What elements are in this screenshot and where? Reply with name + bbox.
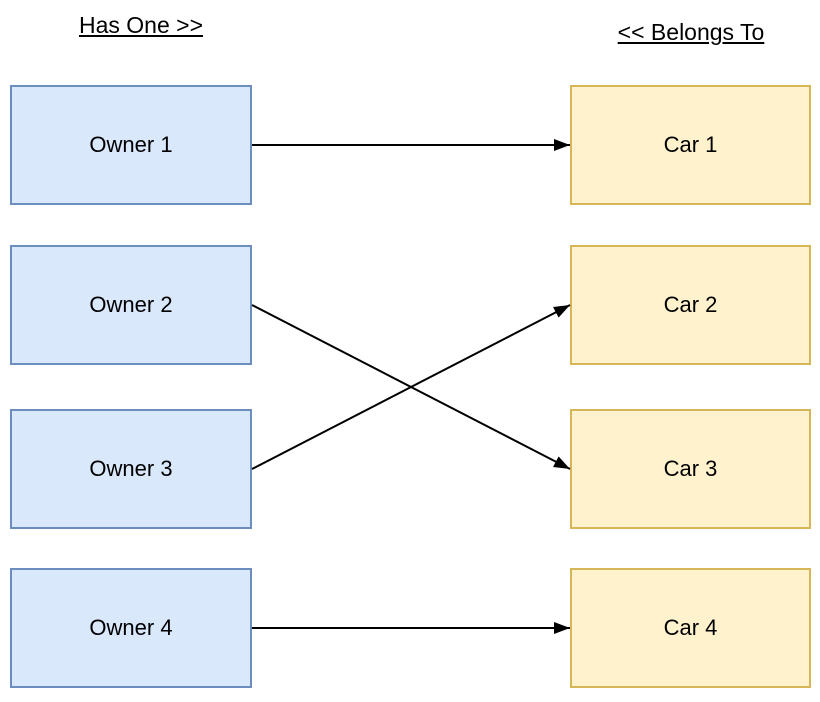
connector-arrow-owner-3-to-car-2 bbox=[251, 304, 571, 470]
left-column-header: Has One >> bbox=[78, 12, 204, 38]
owner-1-label: Owner 1 bbox=[89, 132, 173, 157]
car-3-label: Car 3 bbox=[663, 456, 718, 481]
car-4-label: Car 4 bbox=[663, 615, 718, 640]
car-3-node: Car 3 bbox=[570, 409, 811, 529]
car-1-node: Car 1 bbox=[570, 85, 811, 205]
right-column-header: << Belongs To bbox=[617, 19, 765, 45]
owner-2-node: Owner 2 bbox=[10, 245, 252, 365]
car-4-node: Car 4 bbox=[570, 568, 811, 688]
car-2-label: Car 2 bbox=[663, 292, 718, 317]
car-1-label: Car 1 bbox=[663, 132, 718, 157]
owner-3-label: Owner 3 bbox=[89, 456, 173, 481]
connector-arrow-owner-2-to-car-3 bbox=[251, 304, 571, 470]
owner-4-node: Owner 4 bbox=[10, 568, 252, 688]
owner-2-label: Owner 2 bbox=[89, 292, 173, 317]
owner-1-node: Owner 1 bbox=[10, 85, 252, 205]
owner-4-label: Owner 4 bbox=[89, 615, 173, 640]
owner-3-node: Owner 3 bbox=[10, 409, 252, 529]
car-2-node: Car 2 bbox=[570, 245, 811, 365]
